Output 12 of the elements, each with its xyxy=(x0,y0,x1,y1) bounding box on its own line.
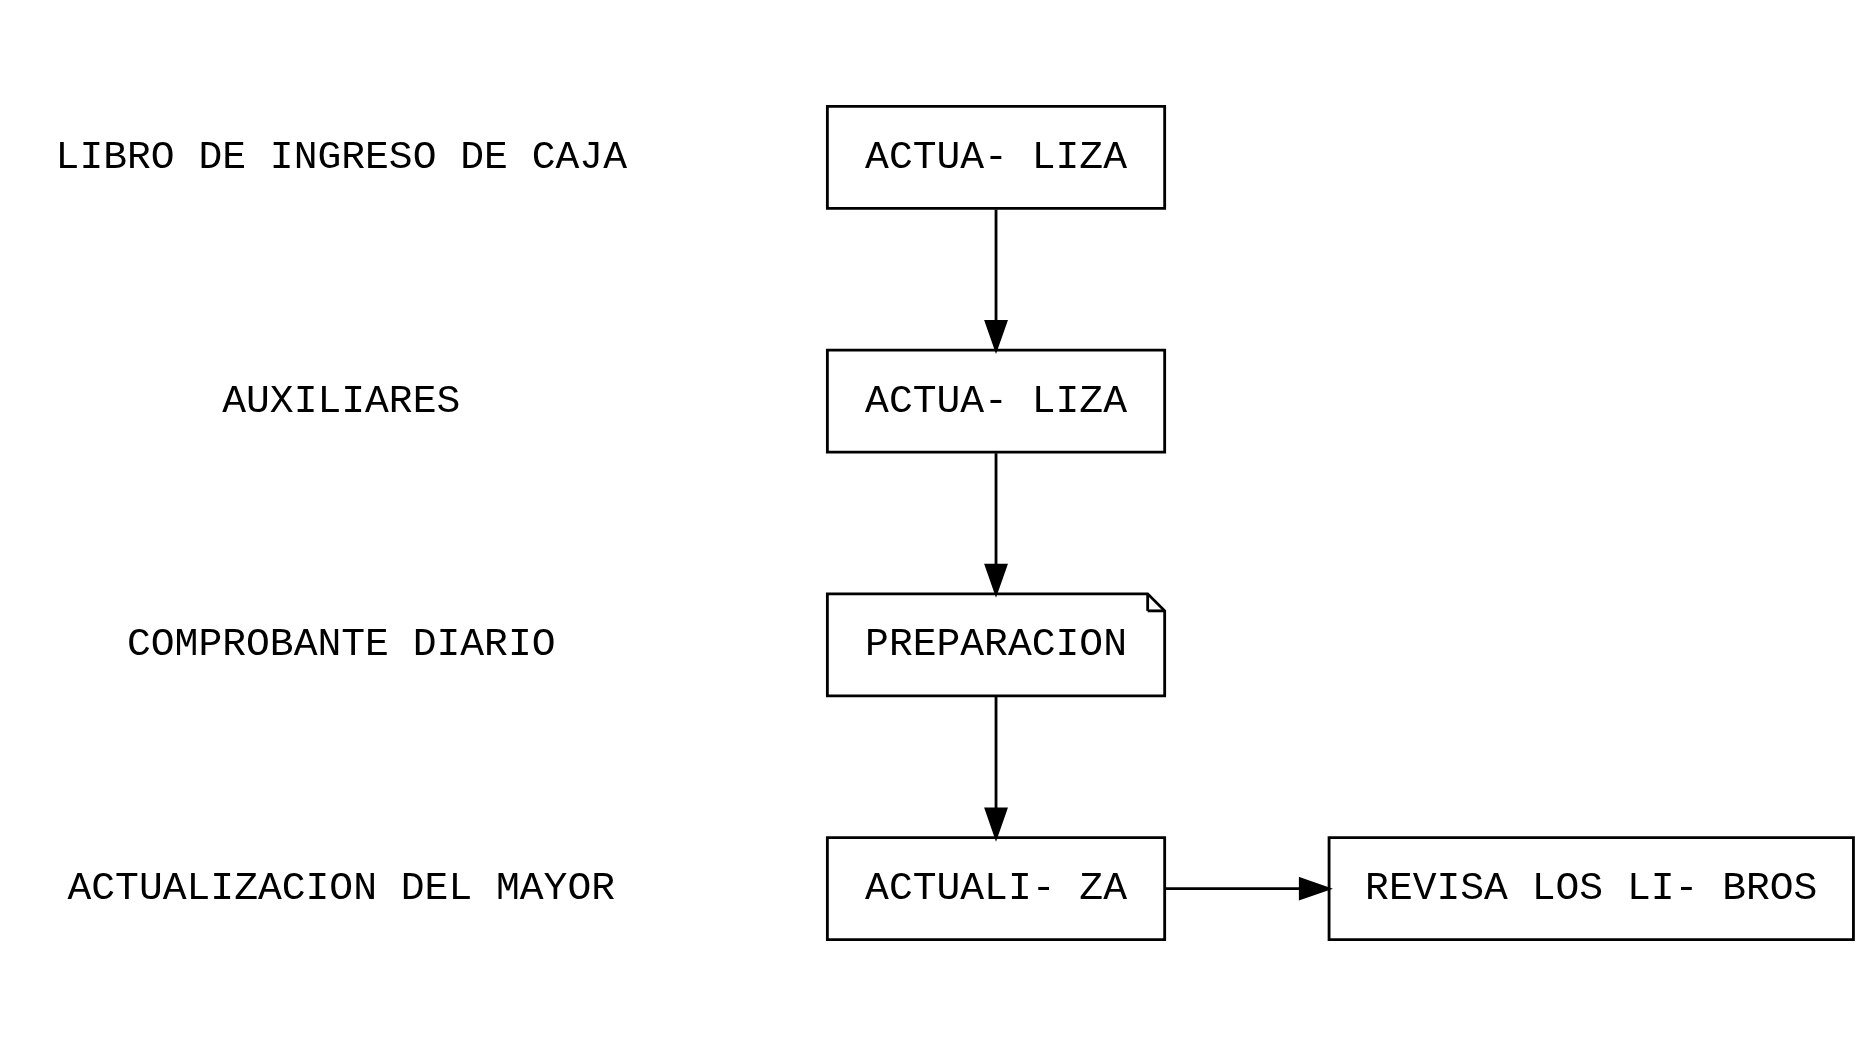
arrow xyxy=(984,697,1008,842)
label: LIBRO DE INGRESO DE CAJA xyxy=(55,134,627,180)
arrow xyxy=(984,453,1008,598)
arrow xyxy=(1165,876,1333,901)
arrow xyxy=(984,209,1008,355)
node-box: REVISA LOS LI- BROS xyxy=(1327,836,1855,942)
label: ACTUALIZACION DEL MAYOR xyxy=(67,866,616,912)
label: COMPROBANTE DIARIO xyxy=(127,622,556,668)
node-box: ACTUA- LIZA xyxy=(825,348,1167,454)
label: AUXILIARES xyxy=(222,378,461,424)
node-box: ACTUALI- ZA xyxy=(825,836,1167,942)
node-box: ACTUA- LIZA xyxy=(825,104,1167,210)
